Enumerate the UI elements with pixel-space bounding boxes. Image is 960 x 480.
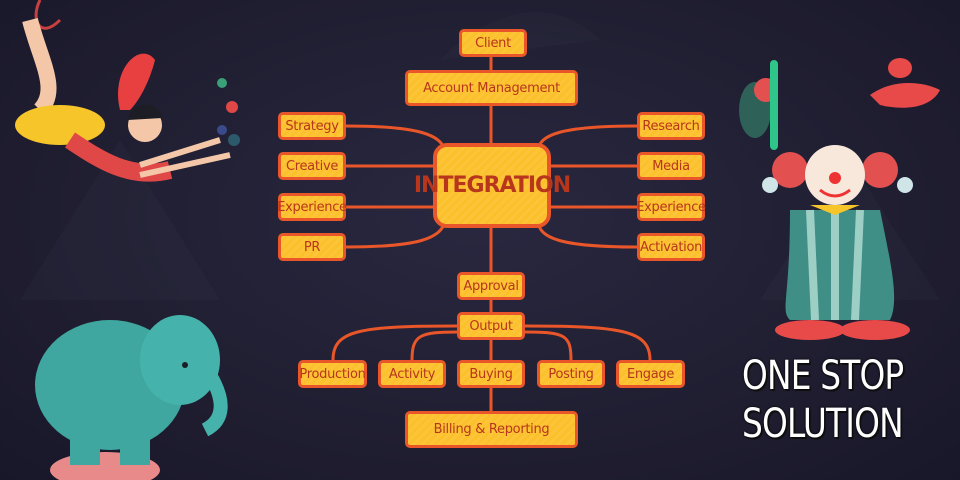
node-strategy: Strategy [278,112,346,140]
node-integration: INTEGRATION [414,143,571,228]
connector-line [331,324,458,361]
connector-line [345,221,447,249]
connector-line [524,324,652,361]
node-research: Research [637,112,705,140]
node-pr: PR [278,233,346,261]
connector-line [524,330,573,361]
connector-line [536,124,638,151]
node-production: Production [298,360,367,388]
node-creative: Creative [278,152,346,180]
node-activity: Activity [378,360,446,388]
node-client: Client [459,29,527,57]
node-account-management: Account Management [405,70,578,106]
tagline-line-1: ONE STOP [742,353,904,399]
tagline: ONE STOP SOLUTION [742,352,906,448]
elephant-illustration [35,315,228,480]
node-engage: Engage [616,360,685,388]
acrobat-illustration [15,0,240,182]
connector-lines [331,56,652,411]
connector-line [345,124,447,151]
node-output: Output [457,312,525,340]
clown-illustration [739,58,940,340]
node-posting: Posting [537,360,605,388]
node-experience-left: Experience [277,193,347,221]
node-approval: Approval [457,272,525,300]
connector-line [536,221,638,249]
node-activation: Activation [637,233,705,261]
node-buying: Buying [457,360,525,388]
node-experience-right: Experience [636,193,706,221]
tagline-line-2: SOLUTION [742,401,904,447]
node-billing-reporting: Billing & Reporting [405,411,578,448]
node-media: Media [637,152,705,180]
connector-line [410,330,458,361]
